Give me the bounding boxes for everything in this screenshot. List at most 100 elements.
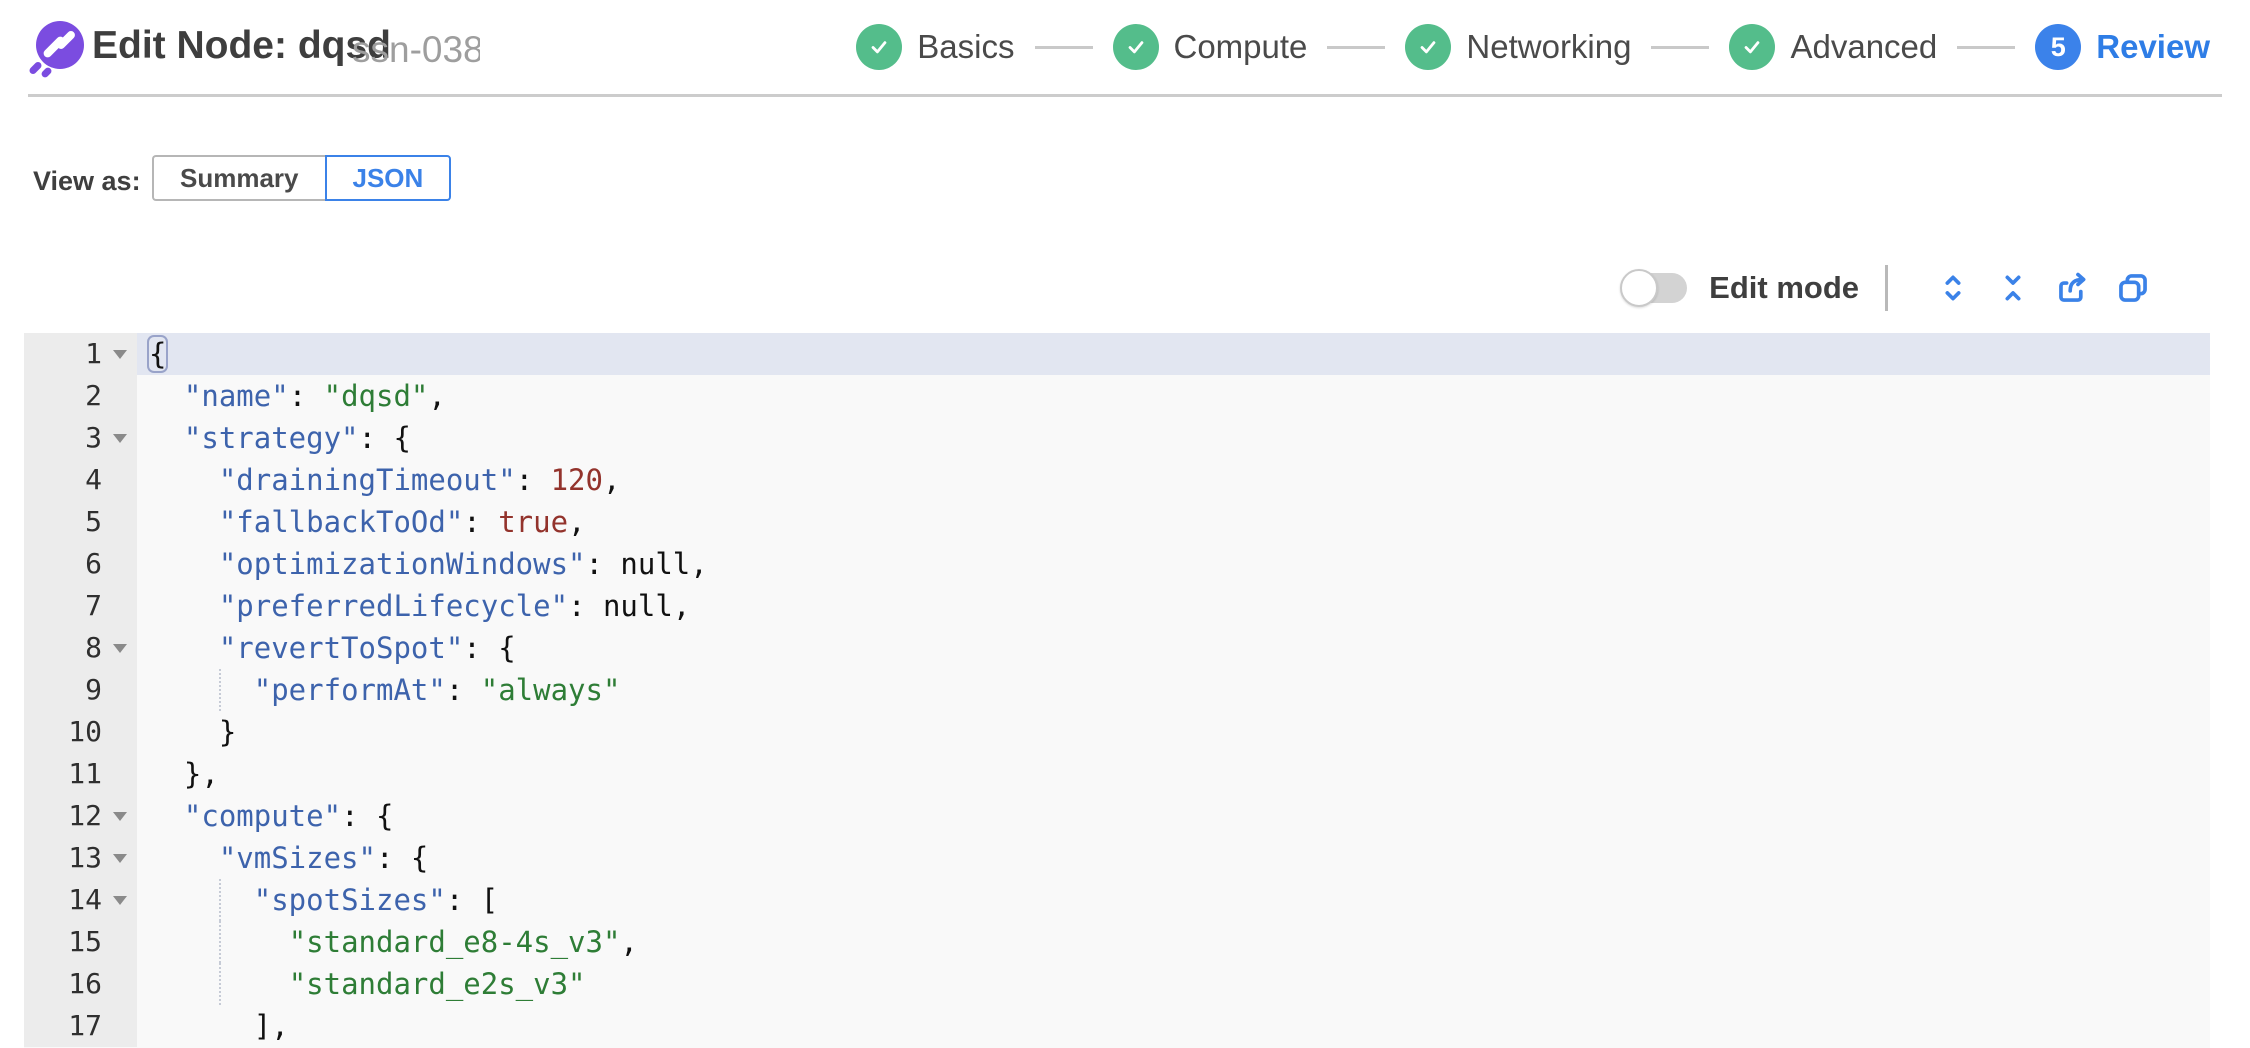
code-line-content: "standard_e8-4s_v3",	[137, 921, 2210, 963]
step-number-badge: 5	[2035, 24, 2082, 70]
editor-line: 4 "drainingTimeout": 120,	[24, 459, 2210, 501]
export-icon[interactable]	[2056, 271, 2090, 305]
stepper-step-advanced[interactable]: Advanced	[1729, 24, 1937, 70]
editor-line: 12 "compute": {	[24, 795, 2210, 837]
toolbar-divider	[1885, 265, 1888, 311]
stepper-step-review[interactable]: 5 Review	[2035, 24, 2210, 70]
stepper-step-basics[interactable]: Basics	[856, 24, 1015, 70]
line-number: 3	[85, 421, 102, 454]
view-as-segmented-control: Summary JSON	[152, 155, 452, 201]
editor-line: 6 "optimizationWindows": null,	[24, 543, 2210, 585]
code-line-content: }	[149, 715, 237, 749]
line-number: 1	[85, 337, 102, 370]
wizard-stepper: Basics Compute Networking Advanced 5	[856, 0, 2210, 94]
copy-icon[interactable]	[2116, 271, 2150, 305]
editor-gutter-cell: 1	[24, 333, 137, 375]
step-connector	[1651, 45, 1710, 49]
editor-line: 16 "standard_e2s_v3"	[24, 963, 2210, 1005]
code-line-content: "drainingTimeout": 120,	[218, 463, 621, 497]
line-number: 4	[85, 463, 102, 496]
code-line-content: "standard_e2s_v3"	[137, 963, 2210, 1005]
fold-toggle-icon[interactable]	[112, 895, 127, 905]
editor-gutter-cell: 17	[24, 1005, 137, 1047]
editor-gutter-cell: 8	[24, 627, 137, 669]
code-line-content: },	[149, 757, 219, 791]
editor-line: 13 "vmSizes": {	[24, 837, 2210, 879]
code-line-content: "preferredLifecycle": null,	[218, 589, 691, 623]
code-line-content: "fallbackToOd": true,	[218, 505, 586, 539]
editor-gutter-cell: 15	[24, 921, 137, 963]
line-number: 9	[85, 673, 102, 706]
step-connector	[1034, 45, 1093, 49]
line-number: 11	[68, 757, 102, 790]
editor-gutter-cell: 2	[24, 375, 137, 417]
editor-gutter-cell: 7	[24, 585, 137, 627]
code-line-content: {	[137, 333, 2210, 375]
editor-toolbar: Edit mode	[1620, 262, 2150, 314]
toggle-knob	[1620, 269, 1659, 307]
line-number: 7	[85, 589, 102, 622]
fold-toggle-icon[interactable]	[112, 811, 127, 821]
step-check-icon	[1729, 24, 1776, 70]
line-number: 10	[68, 715, 102, 748]
editor-line: 17 ],	[24, 1005, 2210, 1047]
editor-gutter-cell: 6	[24, 543, 137, 585]
node-id-label: ssn-038	[352, 29, 480, 70]
stepper-step-networking[interactable]: Networking	[1405, 24, 1631, 70]
code-line-content: "strategy": {	[183, 421, 411, 455]
wizard-header: Edit Node: dqsd ssn-038 Basics Compute N…	[0, 0, 2250, 97]
code-line-content: ],	[149, 1009, 289, 1043]
editor-line: 14 "spotSizes": [	[24, 879, 2210, 921]
line-number: 14	[68, 883, 102, 916]
expand-all-icon[interactable]	[1936, 271, 1970, 305]
step-label: Advanced	[1790, 28, 1938, 65]
collapse-all-icon[interactable]	[1996, 271, 2030, 305]
app-logo-icon	[28, 21, 84, 79]
step-check-icon	[1112, 24, 1159, 70]
editor-gutter-cell: 3	[24, 417, 137, 459]
view-as-summary-button[interactable]: Summary	[152, 155, 325, 201]
line-number: 2	[85, 379, 102, 412]
editor-gutter-cell: 4	[24, 459, 137, 501]
fold-toggle-icon[interactable]	[112, 853, 127, 863]
editor-line: 7 "preferredLifecycle": null,	[24, 585, 2210, 627]
editor-gutter-cell: 13	[24, 837, 137, 879]
step-label: Networking	[1466, 28, 1632, 65]
editor-gutter-cell: 5	[24, 501, 137, 543]
editor-line: 5 "fallbackToOd": true,	[24, 501, 2210, 543]
edit-mode-label: Edit mode	[1709, 270, 1859, 305]
editor-line: 9 "performAt": "always"	[24, 669, 2210, 711]
json-code-editor[interactable]: 1 {2 "name": "dqsd", 3 "strategy": { 4 "dra…	[24, 333, 2210, 1048]
line-number: 15	[68, 925, 102, 958]
editor-gutter-cell: 16	[24, 963, 137, 1005]
editor-line: 8 "revertToSpot": {	[24, 627, 2210, 669]
code-line-content: "spotSizes": [	[137, 879, 2210, 921]
line-number: 6	[85, 547, 102, 580]
code-line-content: "revertToSpot": {	[218, 631, 516, 665]
fold-toggle-icon[interactable]	[112, 433, 127, 443]
fold-toggle-icon[interactable]	[112, 643, 127, 653]
line-number: 12	[68, 799, 102, 832]
code-line-content: "vmSizes": {	[218, 841, 429, 875]
step-connector	[1327, 45, 1386, 49]
step-label: Review	[2096, 28, 2210, 65]
line-number: 13	[68, 841, 102, 874]
line-number: 8	[85, 631, 102, 664]
step-label: Compute	[1173, 28, 1308, 65]
step-check-icon	[856, 24, 903, 70]
header-divider	[28, 94, 2222, 97]
code-line-content: "optimizationWindows": null,	[218, 547, 708, 581]
editor-gutter-cell: 11	[24, 753, 137, 795]
view-as-json-button[interactable]: JSON	[324, 155, 452, 201]
line-number: 16	[68, 967, 102, 1000]
edit-mode-toggle[interactable]	[1620, 269, 1688, 307]
line-number: 5	[85, 505, 102, 538]
fold-toggle-icon[interactable]	[112, 349, 127, 359]
code-line-content: "name": "dqsd",	[183, 379, 446, 413]
step-connector	[1957, 45, 2016, 49]
editor-line: 15 "standard_e8-4s_v3",	[24, 921, 2210, 963]
stepper-step-compute[interactable]: Compute	[1112, 24, 1308, 70]
line-number: 17	[68, 1009, 102, 1042]
step-check-icon	[1405, 24, 1452, 70]
editor-line: 10 }	[24, 711, 2210, 753]
